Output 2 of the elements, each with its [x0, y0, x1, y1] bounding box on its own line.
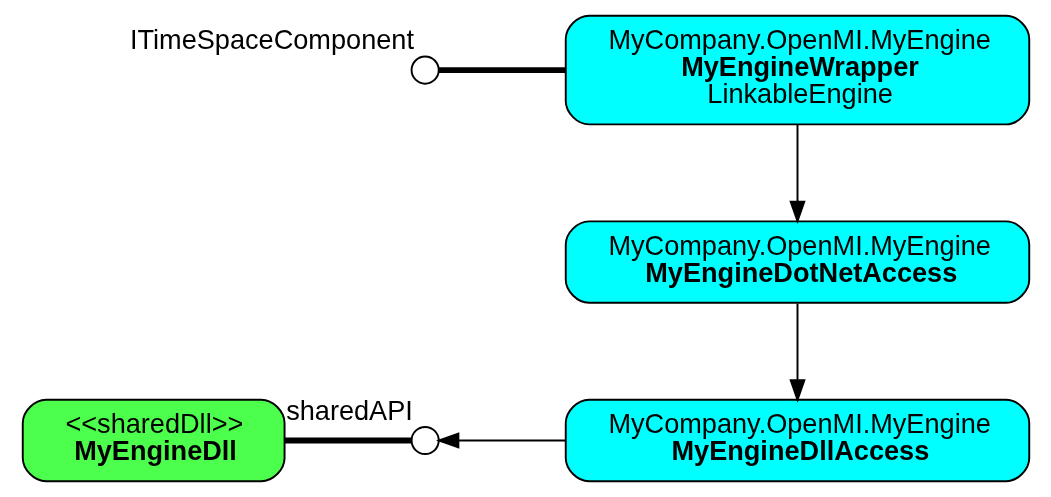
- node-label: ITimeSpaceComponent: [129, 24, 414, 56]
- node-label: sharedAPI: [285, 394, 413, 426]
